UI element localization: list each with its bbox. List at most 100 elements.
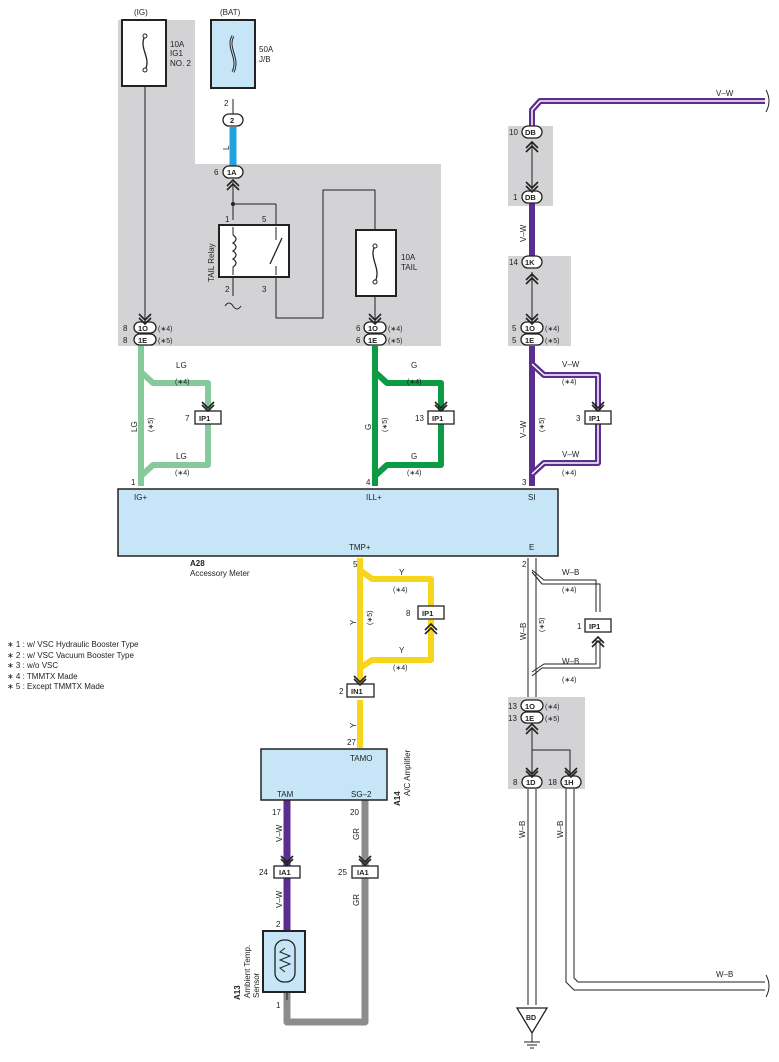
tail-relay-label: TAIL Relay [207, 243, 216, 282]
wire-y [357, 558, 434, 748]
pin-27-amp: 27 [347, 738, 356, 747]
meter-name: Accessory Meter [190, 569, 250, 578]
ac-amplifier [260, 748, 388, 801]
connector-1e-mid-label: 1E [368, 336, 377, 345]
mark-4-1o-mid: (∗4) [388, 326, 402, 333]
amp-terminal-sg2: SG–2 [351, 790, 372, 799]
wire-gr-label-sensor: GR [352, 894, 361, 906]
connector-1e-right [520, 333, 544, 346]
wire-vw [283, 98, 765, 932]
wire-wb-label-vertical: W–B [519, 623, 528, 640]
wire-vw-label-upper: V–W [562, 360, 580, 369]
mark-4-y-lower: (∗4) [393, 665, 407, 672]
mark-4-1o-right: (∗4) [545, 326, 559, 333]
connector-ip1-g-label: IP1 [432, 414, 443, 423]
pin-3-meter: 3 [522, 478, 527, 487]
pin-3-ip1: 3 [576, 414, 581, 423]
amp-name: A/C Amplifier [403, 749, 412, 796]
relay-pin-2: 2 [225, 285, 230, 294]
pin-14-1k: 14 [509, 258, 518, 267]
connector-2-label: 2 [230, 116, 234, 125]
pin-1-sensor: 1 [276, 1001, 281, 1010]
ambient-temp-sensor [262, 930, 306, 1000]
connector-1o-bottom-label: 1O [525, 702, 535, 711]
accessory-meter [117, 488, 559, 557]
pin-5-1e-right: 5 [512, 336, 517, 345]
amp-terminal-tam: TAM [277, 790, 294, 799]
mark-4-1o-left: (∗4) [158, 326, 172, 333]
mark-5-1e-bottom: (∗5) [545, 716, 559, 723]
pin-4-meter: 4 [366, 478, 371, 487]
wire-wb-label-lower: W–B [562, 657, 579, 666]
rect-connectors [194, 410, 612, 879]
wire-lg-label-lower: LG [176, 452, 187, 461]
pin-1-ip1: 1 [577, 622, 582, 631]
connector-1e-left-label: 1E [138, 336, 147, 345]
wire-vw-label-db: V–W [519, 224, 528, 242]
footnote-3: ∗ 3 : w/o VSC [7, 661, 59, 671]
pin-13-ip1: 13 [415, 414, 424, 423]
connector-1e-mid [363, 333, 387, 346]
pin-7-ip1: 7 [185, 414, 190, 423]
wire-break-marks [765, 89, 770, 998]
mark-4-y-upper: (∗4) [393, 587, 407, 594]
fuse-jb-rating: 50A [259, 45, 274, 54]
pin-8-1o-left: 8 [123, 324, 128, 333]
footnote-2: ∗ 2 : w/ VSC Vacuum Booster Type [7, 650, 134, 660]
sensor-id: A13 [233, 985, 242, 1000]
wire-y-label-vertical: Y [349, 619, 358, 625]
mark-4-1o-bottom: (∗4) [545, 704, 559, 711]
fuse-tail-rating: 10A [401, 253, 416, 262]
connector-1k [521, 255, 543, 269]
pin-18-1h: 18 [548, 778, 557, 787]
pin-8-ip1: 8 [406, 609, 411, 618]
relay-wires [144, 85, 571, 778]
meter-id: A28 [190, 559, 205, 568]
pin-6-1o-mid: 6 [356, 324, 361, 333]
mark-5-wb: (∗5) [539, 618, 546, 632]
mark-4-g-lower: (∗4) [407, 470, 421, 477]
pin-5-1o-right: 5 [512, 324, 517, 333]
wire-vw-label-top: V–W [716, 89, 734, 98]
pin-6-1a: 6 [214, 168, 219, 177]
wire-gr [283, 800, 369, 1026]
wire-wb-label-1h: W–B [556, 821, 565, 838]
pin-10-db: 10 [509, 128, 518, 137]
amp-id: A14 [393, 791, 402, 806]
pin-1-db: 1 [513, 193, 518, 202]
connector-db-top-label: DB [525, 128, 536, 137]
connector-1a [222, 165, 244, 179]
pin-8-1e-left: 8 [123, 336, 128, 345]
pin-2-in1: 2 [339, 687, 344, 696]
mark-4-vw-upper: (∗4) [562, 379, 576, 386]
bat-source-label: (BAT) [220, 8, 241, 17]
fuse-tail-name: TAIL [401, 263, 418, 272]
wire-g-label-lower: G [411, 452, 417, 461]
mark-5-1e-mid: (∗5) [388, 338, 402, 345]
connector-1o-left [133, 321, 157, 334]
footnote-5: ∗ 5 : Except TMMTX Made [7, 682, 105, 692]
wire-gr-label-amp: GR [352, 828, 361, 840]
wire-g-label-upper: G [411, 361, 417, 370]
pin-8-1d: 8 [513, 778, 518, 787]
connector-1e-bottom-label: 1E [525, 714, 534, 723]
mark-5-lg: (∗5) [148, 418, 155, 432]
connector-ia1-vw-label: IA1 [279, 868, 291, 877]
wire-wb-label-bottom: W–B [716, 970, 733, 979]
connector-ip1-wb-label: IP1 [589, 622, 600, 631]
wire-vw-label-lower: V–W [562, 450, 580, 459]
ground-bd-label: BD [526, 1015, 536, 1022]
meter-terminal-ill: ILL+ [366, 493, 382, 502]
wire-lg [138, 346, 211, 486]
connector-ip1-wb [584, 618, 612, 633]
mark-5-vw: (∗5) [539, 418, 546, 432]
mark-4-vw-lower: (∗4) [562, 470, 576, 477]
fuse-jb-name: J/B [259, 55, 271, 64]
connector-db-bottom-label: DB [525, 193, 536, 202]
meter-terminal-tmp: TMP+ [349, 543, 371, 552]
sensor-name-line2: Sensor [252, 972, 261, 998]
pin-13-1e-bottom: 13 [508, 714, 517, 723]
fuse-ig1-number: NO. 2 [170, 59, 191, 68]
connector-ip1-y-label: IP1 [422, 609, 433, 618]
pin-6-1e-mid: 6 [356, 336, 361, 345]
